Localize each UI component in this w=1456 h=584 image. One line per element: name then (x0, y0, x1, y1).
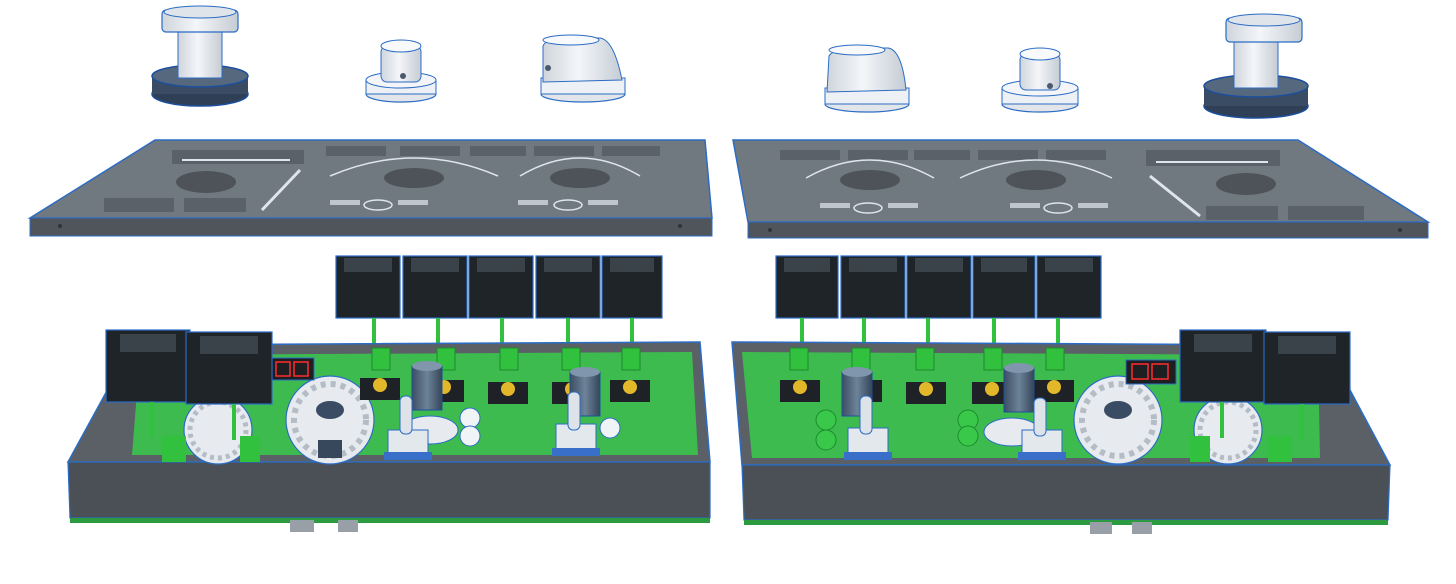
right-unit (731, 13, 1431, 534)
left-knob-pointer (540, 34, 626, 103)
right-encoder-knob (1203, 13, 1309, 119)
left-keycap-5 (601, 255, 663, 319)
right-leds (789, 347, 1065, 371)
left-leds (371, 347, 641, 371)
left-seven-segment-display (269, 357, 315, 381)
left-toggle-switches (384, 391, 600, 460)
left-unit (27, 5, 713, 532)
left-side-keycaps (105, 329, 273, 462)
right-gear (1073, 375, 1163, 465)
left-keycap-3 (468, 255, 534, 319)
left-gear (285, 375, 375, 465)
right-keycap-3 (906, 255, 972, 319)
left-knob-small (365, 39, 437, 103)
right-keycap-row (775, 255, 1102, 348)
right-green-leds-round (815, 409, 979, 451)
left-keycap-4 (535, 255, 601, 319)
right-toggle-switches (844, 395, 1066, 460)
left-keycap-2 (402, 255, 468, 319)
right-side-keycaps (1179, 329, 1351, 462)
left-encoder-knob (151, 5, 249, 107)
right-keycap-2 (840, 255, 906, 319)
right-keycap-5 (1036, 255, 1102, 319)
right-keycap-4 (972, 255, 1036, 319)
left-pots (401, 361, 601, 445)
left-faceplate (27, 139, 713, 237)
left-keycap-row (335, 255, 663, 348)
right-faceplate (732, 139, 1431, 239)
left-keycap-1 (335, 255, 401, 319)
right-knob-small (1001, 47, 1079, 113)
left-white-leds (459, 407, 621, 447)
right-keycap-1 (775, 255, 839, 319)
right-knob-pointer (824, 44, 910, 113)
right-seven-segment-display (1125, 359, 1177, 385)
